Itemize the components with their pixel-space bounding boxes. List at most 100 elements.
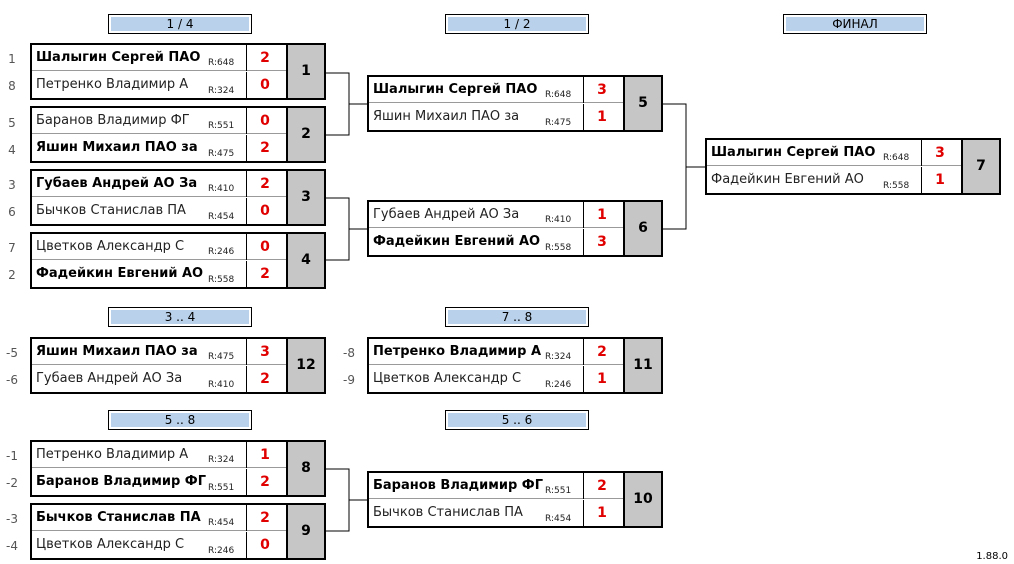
player-score: 2	[246, 505, 283, 531]
player-rating: R:410	[208, 184, 235, 194]
header-semifinal: 1 / 2	[445, 14, 589, 34]
match-2[interactable]: Баранов Владимир ФГ R:551 0 Яшин Михаил …	[30, 106, 326, 163]
player-score: 3	[246, 339, 283, 365]
seed-label: 6	[8, 205, 16, 219]
match-number: 1	[286, 45, 324, 98]
player-name: Шалыгин Сергей ПАО	[36, 50, 201, 65]
player-name: Бычков Станислав ПА	[36, 203, 186, 218]
seed-label: 4	[8, 143, 16, 157]
match-6[interactable]: Губаев Андрей АО За R:410 1 Фадейкин Евг…	[367, 200, 663, 257]
seed-label: 1	[8, 52, 16, 66]
player-row[interactable]: Баранов Владимир ФГ R:551 2	[32, 469, 286, 495]
seed-label: -6	[6, 373, 18, 387]
match-number: 7	[961, 140, 999, 193]
player-rating: R:475	[208, 352, 235, 362]
match-number: 12	[286, 339, 324, 392]
player-name: Фадейкин Евгений АО	[711, 172, 864, 187]
player-row[interactable]: Петренко Владимир А R:324 0	[32, 72, 286, 98]
player-rating: R:454	[545, 514, 572, 524]
player-name: Шалыгин Сергей ПАО	[373, 82, 538, 97]
seed-label: -1	[6, 449, 18, 463]
match-10[interactable]: Баранов Владимир ФГ R:551 2 Бычков Стани…	[367, 471, 663, 528]
player-rating: R:551	[208, 483, 235, 493]
player-score: 1	[583, 202, 620, 228]
player-row[interactable]: Бычков Станислав ПА R:454 0	[32, 198, 286, 224]
seed-label: 7	[8, 241, 16, 255]
seed-label: 8	[8, 79, 16, 93]
match-12[interactable]: Яшин Михаил ПАО за R:475 3 Губаев Андрей…	[30, 337, 326, 394]
player-name: Петренко Владимир А	[36, 77, 189, 92]
match-8[interactable]: Петренко Владимир А R:324 1 Баранов Влад…	[30, 440, 326, 497]
header-fifth-place: 5 .. 6	[445, 410, 589, 430]
player-row[interactable]: Цветков Александр С R:246 1	[369, 366, 623, 392]
seed-label: 2	[8, 268, 16, 282]
player-rating: R:324	[545, 352, 572, 362]
seed-label: -4	[6, 539, 18, 553]
player-name: Губаев Андрей АО За	[36, 176, 198, 191]
player-rating: R:454	[208, 212, 235, 222]
player-rating: R:410	[208, 380, 235, 390]
match-number: 9	[286, 505, 324, 558]
player-row[interactable]: Шалыгин Сергей ПАО R:648 3	[707, 140, 961, 166]
player-rating: R:648	[545, 90, 572, 100]
match-3[interactable]: Губаев Андрей АО За R:410 2 Бычков Стани…	[30, 169, 326, 226]
player-rating: R:551	[545, 486, 572, 496]
player-row[interactable]: Фадейкин Евгений АО R:558 2	[32, 261, 286, 287]
match-1[interactable]: Шалыгин Сергей ПАО R:648 2 Петренко Влад…	[30, 43, 326, 100]
player-row[interactable]: Фадейкин Евгений АО R:558 1	[707, 167, 961, 193]
player-name: Петренко Владимир А	[373, 344, 542, 359]
match-4[interactable]: Цветков Александр С R:246 0 Фадейкин Евг…	[30, 232, 326, 289]
match-9[interactable]: Бычков Станислав ПА R:454 2 Цветков Алек…	[30, 503, 326, 560]
player-score: 2	[246, 135, 283, 161]
player-row[interactable]: Шалыгин Сергей ПАО R:648 2	[32, 45, 286, 71]
player-name: Яшин Михаил ПАО за	[373, 109, 520, 124]
connector-8-9	[326, 468, 350, 532]
player-row[interactable]: Цветков Александр С R:246 0	[32, 234, 286, 260]
player-row[interactable]: Петренко Владимир А R:324 1	[32, 442, 286, 468]
player-row[interactable]: Губаев Андрей АО За R:410 1	[369, 202, 623, 228]
player-score: 2	[246, 469, 283, 495]
player-row[interactable]: Петренко Владимир А R:324 2	[369, 339, 623, 365]
player-row[interactable]: Яшин Михаил ПАО за R:475 1	[369, 104, 623, 130]
player-score: 0	[246, 532, 283, 558]
player-row[interactable]: Губаев Андрей АО За R:410 2	[32, 171, 286, 197]
player-row[interactable]: Бычков Станислав ПА R:454 1	[369, 500, 623, 526]
match-11[interactable]: Петренко Владимир А R:324 2 Цветков Алек…	[367, 337, 663, 394]
match-7-final[interactable]: Шалыгин Сергей ПАО R:648 3 Фадейкин Евге…	[705, 138, 1001, 195]
player-name: Баранов Владимир ФГ	[36, 113, 190, 128]
connector-5-6	[663, 103, 687, 230]
player-score: 0	[246, 234, 283, 260]
seed-label: -2	[6, 476, 18, 490]
player-row[interactable]: Губаев Андрей АО За R:410 2	[32, 366, 286, 392]
player-row[interactable]: Баранов Владимир ФГ R:551 2	[369, 473, 623, 499]
player-name: Губаев Андрей АО За	[373, 207, 520, 222]
player-score: 3	[921, 140, 958, 166]
player-name: Шалыгин Сергей ПАО	[711, 145, 876, 160]
player-row[interactable]: Шалыгин Сергей ПАО R:648 3	[369, 77, 623, 103]
player-row[interactable]: Цветков Александр С R:246 0	[32, 532, 286, 558]
match-number: 3	[286, 171, 324, 224]
header-third-place: 3 .. 4	[108, 307, 252, 327]
player-row[interactable]: Яшин Михаил ПАО за R:475 2	[32, 135, 286, 161]
player-rating: R:475	[545, 118, 572, 128]
player-name: Цветков Александр С	[36, 239, 185, 254]
player-row[interactable]: Баранов Владимир ФГ R:551 0	[32, 108, 286, 134]
player-name: Яшин Михаил ПАО за	[36, 344, 198, 359]
player-score: 2	[583, 473, 620, 499]
player-score: 2	[246, 261, 283, 287]
player-score: 0	[246, 198, 283, 224]
player-name: Баранов Владимир ФГ	[36, 474, 206, 489]
match-number: 10	[623, 473, 661, 526]
header-seventh-place: 7 .. 8	[445, 307, 589, 327]
player-row[interactable]: Яшин Михаил ПАО за R:475 3	[32, 339, 286, 365]
player-row[interactable]: Бычков Станислав ПА R:454 2	[32, 505, 286, 531]
match-5[interactable]: Шалыгин Сергей ПАО R:648 3 Яшин Михаил П…	[367, 75, 663, 132]
player-score: 1	[583, 366, 620, 392]
player-name: Яшин Михаил ПАО за	[36, 140, 198, 155]
header-fifth-bracket: 5 .. 8	[108, 410, 252, 430]
player-score: 1	[583, 500, 620, 526]
match-number: 4	[286, 234, 324, 287]
player-row[interactable]: Фадейкин Евгений АО R:558 3	[369, 229, 623, 255]
player-name: Фадейкин Евгений АО	[373, 234, 541, 249]
